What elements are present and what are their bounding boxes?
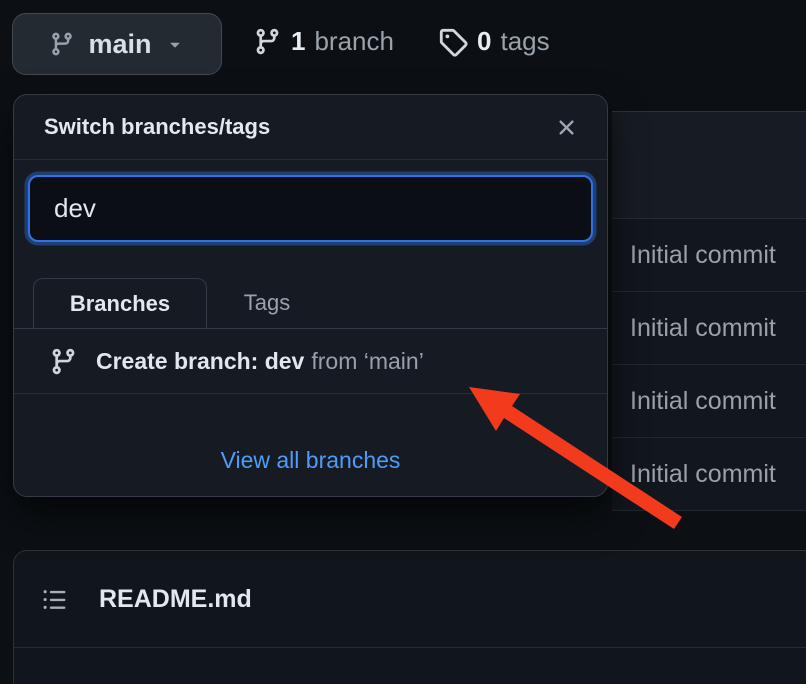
close-button[interactable] xyxy=(552,113,581,142)
git-branch-icon xyxy=(253,27,282,56)
git-branch-icon xyxy=(49,31,75,57)
commit-message[interactable]: Initial commit xyxy=(630,386,776,415)
branch-count-number: 1 xyxy=(291,26,306,56)
table-row[interactable]: Initial commit xyxy=(612,292,806,365)
chevron-down-icon xyxy=(165,34,185,54)
tab-tags-label: Tags xyxy=(243,290,291,315)
branch-switcher-dropdown: Switch branches/tags Branches Tags Creat… xyxy=(13,94,608,497)
branch-count-link[interactable]: 1 branch xyxy=(253,26,394,57)
search-section xyxy=(14,160,607,242)
tab-bar: Branches Tags xyxy=(14,278,607,329)
git-branch-icon xyxy=(49,347,78,376)
tab-branches-label: Branches xyxy=(69,290,171,316)
readme-header: README.md xyxy=(14,551,806,648)
list-unordered-icon[interactable] xyxy=(42,587,67,612)
tag-count-number: 0 xyxy=(477,26,492,56)
view-all-branches-link[interactable]: View all branches xyxy=(220,447,401,473)
commit-message[interactable]: Initial commit xyxy=(630,459,776,488)
file-table: Initial commit Initial commit Initial co… xyxy=(612,111,806,511)
tag-icon xyxy=(438,27,468,57)
commit-message[interactable]: Initial commit xyxy=(630,240,776,269)
latest-commit-bar xyxy=(612,112,806,219)
tag-count-link[interactable]: 0 tags xyxy=(438,26,550,57)
create-branch-source: from ‘main’ xyxy=(311,347,424,374)
tab-tags[interactable]: Tags xyxy=(207,278,327,328)
dropdown-header: Switch branches/tags xyxy=(14,95,607,160)
current-branch-label: main xyxy=(88,28,152,59)
close-icon xyxy=(559,119,574,135)
branch-search-input[interactable] xyxy=(28,175,593,242)
commit-message[interactable]: Initial commit xyxy=(630,313,776,342)
table-row[interactable]: Initial commit xyxy=(612,365,806,438)
branch-count-label: branch xyxy=(314,26,394,56)
tab-branches[interactable]: Branches xyxy=(33,278,207,328)
readme-panel: README.md xyxy=(13,550,806,684)
tag-count-label: tags xyxy=(500,26,550,56)
table-row[interactable]: Initial commit xyxy=(612,438,806,511)
create-branch-bold: Create branch: dev xyxy=(96,347,305,374)
dropdown-title: Switch branches/tags xyxy=(44,114,271,139)
readme-title: README.md xyxy=(99,584,252,613)
dropdown-footer: View all branches xyxy=(14,394,607,496)
branch-selector-button[interactable]: main xyxy=(12,13,222,75)
table-row[interactable]: Initial commit xyxy=(612,219,806,292)
